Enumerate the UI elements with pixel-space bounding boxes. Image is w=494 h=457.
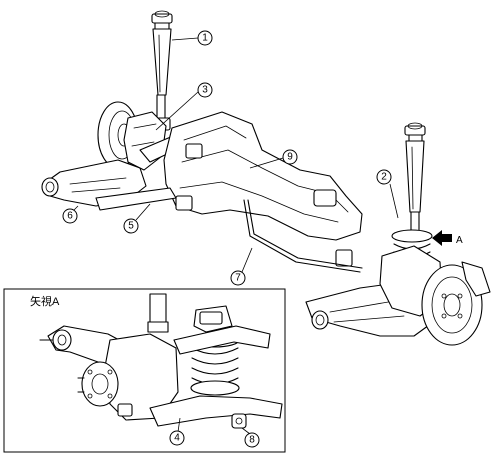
- view-arrow-label: A: [456, 235, 463, 246]
- left-lower-arm: [95, 187, 177, 211]
- left-knuckle: [123, 111, 167, 171]
- callout-1: 1: [197, 30, 213, 46]
- callout-6: 6: [62, 208, 78, 224]
- callout-4-label: 4: [174, 433, 180, 444]
- callout-3: 3: [197, 82, 213, 98]
- callout-5-label: 5: [128, 221, 134, 232]
- crossmember: [163, 111, 363, 267]
- callout-6-label: 6: [67, 211, 73, 222]
- callout-7: 7: [230, 270, 246, 286]
- inset-view-a: 矢視A: [3, 288, 286, 453]
- callout-1-label: 1: [202, 33, 208, 44]
- stabilizer-bar: [243, 199, 363, 273]
- right-brake-disc: [421, 261, 491, 346]
- main-assembly: [41, 10, 491, 346]
- callout-9: 9: [282, 149, 298, 165]
- inset-title: 矢視A: [30, 294, 60, 308]
- callout-2-label: 2: [381, 172, 387, 183]
- callout-2: 2: [376, 169, 392, 185]
- callout-3-label: 3: [202, 85, 208, 96]
- callout-7-label: 7: [235, 273, 241, 284]
- callout-5: 5: [123, 218, 139, 234]
- callout-8-label: 8: [249, 435, 255, 446]
- view-direction-arrow: [432, 230, 452, 246]
- callout-8: 8: [244, 432, 260, 448]
- callouts: 1 3 9 2 6 5 7 A: [62, 30, 463, 286]
- right-shock-absorber: [404, 122, 426, 239]
- left-shock-absorber: [151, 10, 173, 131]
- callout-4: 4: [169, 430, 185, 446]
- callout-9-label: 9: [287, 152, 293, 163]
